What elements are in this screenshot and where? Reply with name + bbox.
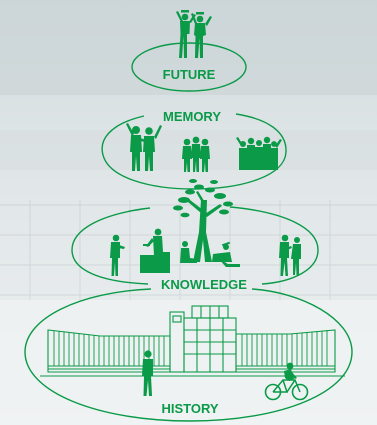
- reader-standing-icon: [110, 234, 125, 276]
- level-future: FUTURE: [131, 10, 247, 92]
- knowledge-label: KNOWLEDGE: [161, 277, 247, 292]
- university-building-icon: [40, 305, 345, 377]
- crowd-group-icon: [236, 136, 282, 170]
- friends-group-icon: [126, 123, 162, 171]
- friends-trio-icon: [182, 136, 210, 172]
- memory-ellipse: [101, 113, 287, 190]
- reader-walking-icon: [279, 234, 301, 276]
- cyclist-icon: [264, 362, 309, 401]
- reader-sitting-icon: [140, 228, 170, 273]
- history-label: HISTORY: [161, 401, 218, 416]
- walking-person-icon: [142, 350, 153, 396]
- level-knowledge: KNOWLEDGE: [71, 179, 319, 292]
- level-memory: MEMORY: [101, 109, 287, 190]
- knowledge-ellipse: [71, 206, 319, 285]
- future-ellipse: [131, 42, 247, 92]
- memory-label: MEMORY: [163, 109, 221, 124]
- history-ellipse: [24, 288, 353, 422]
- future-label: FUTURE: [163, 67, 216, 82]
- tree-readers-icon: [173, 179, 240, 267]
- level-history: HISTORY: [24, 288, 353, 422]
- graduates-icon: [176, 10, 212, 58]
